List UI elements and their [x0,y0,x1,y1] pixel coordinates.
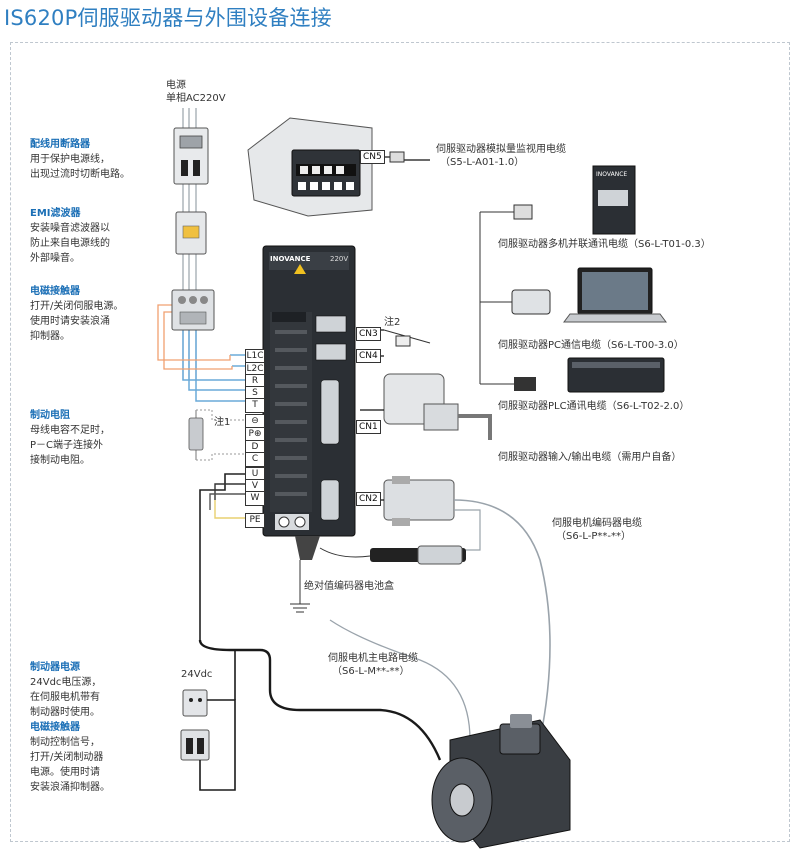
note-contactor: 电磁接触器 打开/关闭伺服电源。使用时请安装浪涌抑制器。 [30,286,124,342]
page-title: IS620P伺服驱动器与外围设备连接 [4,6,332,30]
drive-operator-view [247,117,373,217]
power-label: 电源单相AC220V [166,80,226,104]
drive-thumbnail [592,165,636,235]
main-motor-cable [198,639,442,761]
note2-label: 注2 [384,317,401,328]
ground-icon [290,560,310,613]
multi-plug [513,204,533,220]
motor-wires [199,473,246,640]
io-cable [360,373,492,440]
blue-wires [182,330,246,402]
label-monitor-cable: 伺服驱动器模拟量监视用电缆（S5-L-A01-1.0） [436,144,566,168]
connector-cn5: CN5 [360,150,385,164]
diagram-frame [10,42,790,842]
terminal-pe: PE [245,513,265,528]
label-plc-cable: 伺服驱动器PLC通讯电缆（S6-L-T02-2.0） [498,401,690,412]
plc-plug [514,377,536,391]
emi-filter-device [175,211,207,255]
contactor-device [171,289,215,331]
connector-cn3: CN3 [356,327,381,341]
brake-contactor-device [180,729,210,761]
label-main-cable: 伺服电机主电路电缆（S6-L-M**-**） [328,653,418,677]
comm-bus [383,211,514,385]
note-resistor: 制动电阻 母线电容不足时，P－C端子连接外接制动电阻。 [30,410,110,466]
cn3-plug [395,335,411,347]
encoder-plug [360,476,455,526]
breaker-device [173,127,209,185]
monitor-cable-plug [389,151,405,163]
label-encoder-cable: 伺服电机编码器电缆（S6-L-P**-**） [552,518,642,542]
note-brake-power: 制动器电源 24Vdc电压源，在伺服电机带有制动器时使用。 电磁接触器 制动控制… [30,662,110,793]
label-multi-cable: 伺服驱动器多机并联通讯电缆（S6-L-T01-0.3） [498,239,711,250]
connector-cn2: CN2 [356,492,381,506]
orange-wires [157,304,233,370]
connector-cn1: CN1 [356,420,381,434]
connector-cn4: CN4 [356,349,381,363]
battery-box [319,545,466,565]
terminal-r: R [245,374,265,389]
drive-brand: INOVANCE [270,255,311,263]
label-io-cable: 伺服驱动器输入/输出电缆（需用户自备） [498,452,682,463]
drive-voltage: 220V [330,255,349,263]
label-pc-cable: 伺服驱动器PC通信电缆（S6-L-T00-3.0） [498,340,684,351]
label-battery-box: 绝对值编码器电池盒 [304,581,394,592]
note-breaker: 配线用断路器 用于保护电源线，出现过流时切断电路。 [30,139,130,180]
servo-drive [262,245,356,560]
pc-plug [511,289,551,315]
braking-resistor [188,409,246,461]
plc-image [567,357,665,393]
brake-voltage: 24Vdc [181,669,213,680]
terminal-c: C [245,452,265,467]
terminal-w: W [245,491,265,506]
terminal-t: T [245,398,265,413]
servo-motor [431,714,571,849]
thumb-brand: INOVANCE [596,171,628,178]
note-emi: EMI滤波器 安装噪音滤波器以防止来自电源线的外部噪音。 [30,208,110,264]
note1-label: 注1 [214,417,231,428]
laptop-image [563,267,667,323]
brake-power-device [182,689,208,717]
